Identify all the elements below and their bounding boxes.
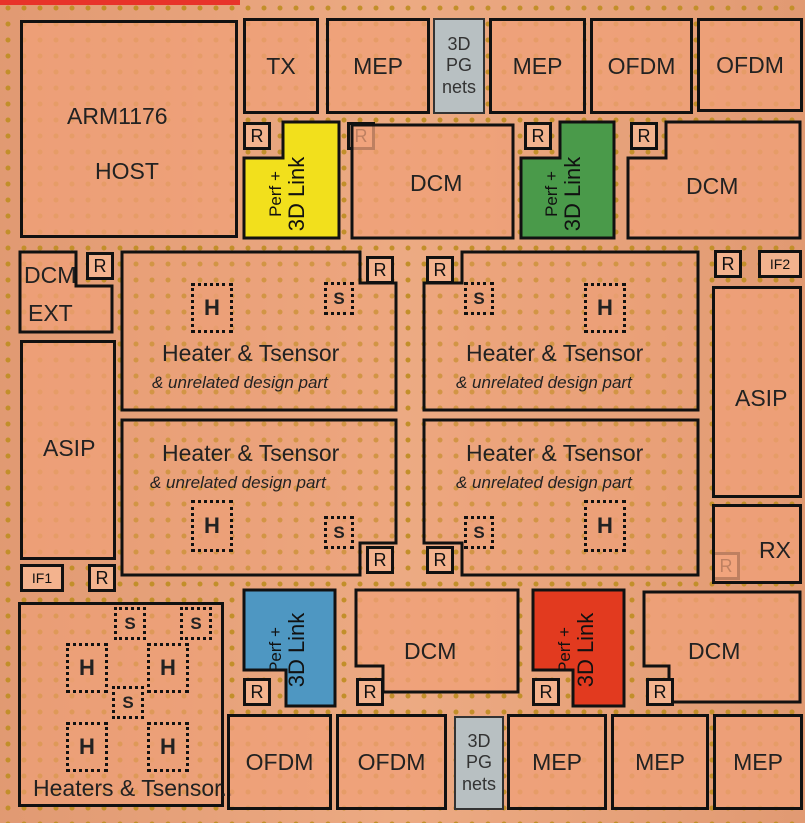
r-box: R <box>366 546 394 574</box>
asip-right-block: ASIP <box>712 286 802 498</box>
sensor-s-box: S <box>324 516 354 549</box>
sensor-s-box: S <box>180 607 212 640</box>
sensor-s-box: S <box>114 607 146 640</box>
link-bl-line2: 3D Link <box>285 595 308 705</box>
ofdm-label-bottom-1: OFDM <box>246 749 314 776</box>
mep-block-bottom-3: MEP <box>713 714 803 810</box>
mep-block-bottom-1: MEP <box>507 714 607 810</box>
mep-block-bottom-2: MEP <box>611 714 709 810</box>
link-tr-label: Perf + 3D Link <box>543 139 595 249</box>
asip-right-label: ASIP <box>735 385 787 412</box>
quadrant-bl-subtitle: & unrelated design part <box>150 473 326 493</box>
sensor-s-box: S <box>324 282 354 315</box>
quadrant-bl-title: Heater & Tsensor <box>162 440 339 467</box>
r-box: R <box>86 252 114 280</box>
quadrant-tr-subtitle: & unrelated design part <box>456 373 632 393</box>
r-box: R <box>426 546 454 574</box>
heater-h-box: H <box>66 643 108 693</box>
ofdm-block-bottom-2: OFDM <box>336 714 447 810</box>
link-tr-line1: Perf + <box>543 139 561 249</box>
if1-box: IF1 <box>20 564 64 592</box>
dcm-top-right-label: DCM <box>686 173 738 200</box>
asip-left-block: ASIP <box>20 340 116 560</box>
heater-h-box: H <box>66 722 108 772</box>
link-br-label: Perf + 3D Link <box>556 595 608 705</box>
mep-label-bottom-3: MEP <box>733 749 783 776</box>
pg-bottom-line1: 3D <box>467 731 490 753</box>
r-box: R <box>532 678 560 706</box>
r-box: R <box>426 256 454 284</box>
sensor-s-box: S <box>112 686 144 719</box>
link-bl-label: Perf + 3D Link <box>267 595 319 705</box>
pg-nets-bottom: 3D PG nets <box>454 716 504 810</box>
pg-bottom-line3: nets <box>462 774 496 796</box>
r-box: R <box>356 678 384 706</box>
mep-label-bottom-2: MEP <box>635 749 685 776</box>
heater-h-box: H <box>584 283 626 333</box>
r-box: R <box>88 564 116 592</box>
r-box: R <box>366 256 394 284</box>
dcm-bottom-right-label: DCM <box>688 638 740 665</box>
r-box: R <box>243 678 271 706</box>
heaters-label: Heaters & Tsensor.. <box>33 775 233 802</box>
dcm-top-center-label: DCM <box>410 170 462 197</box>
heater-h-box: H <box>191 283 233 333</box>
r-box: R <box>646 678 674 706</box>
link-tl-label: Perf + 3D Link <box>267 139 319 249</box>
dcm-ext-label-line2: EXT <box>28 300 73 327</box>
ofdm-label-bottom-2: OFDM <box>358 749 426 776</box>
quadrant-br-title: Heater & Tsensor <box>466 440 643 467</box>
heater-h-box: H <box>191 500 233 552</box>
sensor-s-box: S <box>464 516 494 549</box>
link-tl-line1: Perf + <box>267 139 285 249</box>
quadrant-br-subtitle: & unrelated design part <box>456 473 632 493</box>
heater-h-box: H <box>584 500 626 552</box>
heater-h-box: H <box>147 722 189 772</box>
link-br-line2: 3D Link <box>574 595 597 705</box>
if2-box: IF2 <box>758 250 802 278</box>
dcm-ext-label-line1: DCM <box>24 262 76 289</box>
rx-label: RX <box>759 537 791 564</box>
rx-block: RX <box>712 504 802 584</box>
heater-h-box: H <box>147 643 189 693</box>
ofdm-block-bottom-1: OFDM <box>227 714 332 810</box>
mep-label-bottom-1: MEP <box>532 749 582 776</box>
quadrant-tl-subtitle: & unrelated design part <box>152 373 328 393</box>
quadrant-tr-title: Heater & Tsensor <box>466 340 643 367</box>
asip-left-label: ASIP <box>43 435 95 462</box>
link-tr-line2: 3D Link <box>561 139 584 249</box>
dcm-bottom-center-label: DCM <box>404 638 456 665</box>
quadrant-tl-title: Heater & Tsensor <box>162 340 339 367</box>
sensor-s-box: S <box>464 282 494 315</box>
link-tl-line2: 3D Link <box>285 139 308 249</box>
pg-bottom-line2: PG <box>466 752 492 774</box>
r-box: R <box>714 250 742 278</box>
